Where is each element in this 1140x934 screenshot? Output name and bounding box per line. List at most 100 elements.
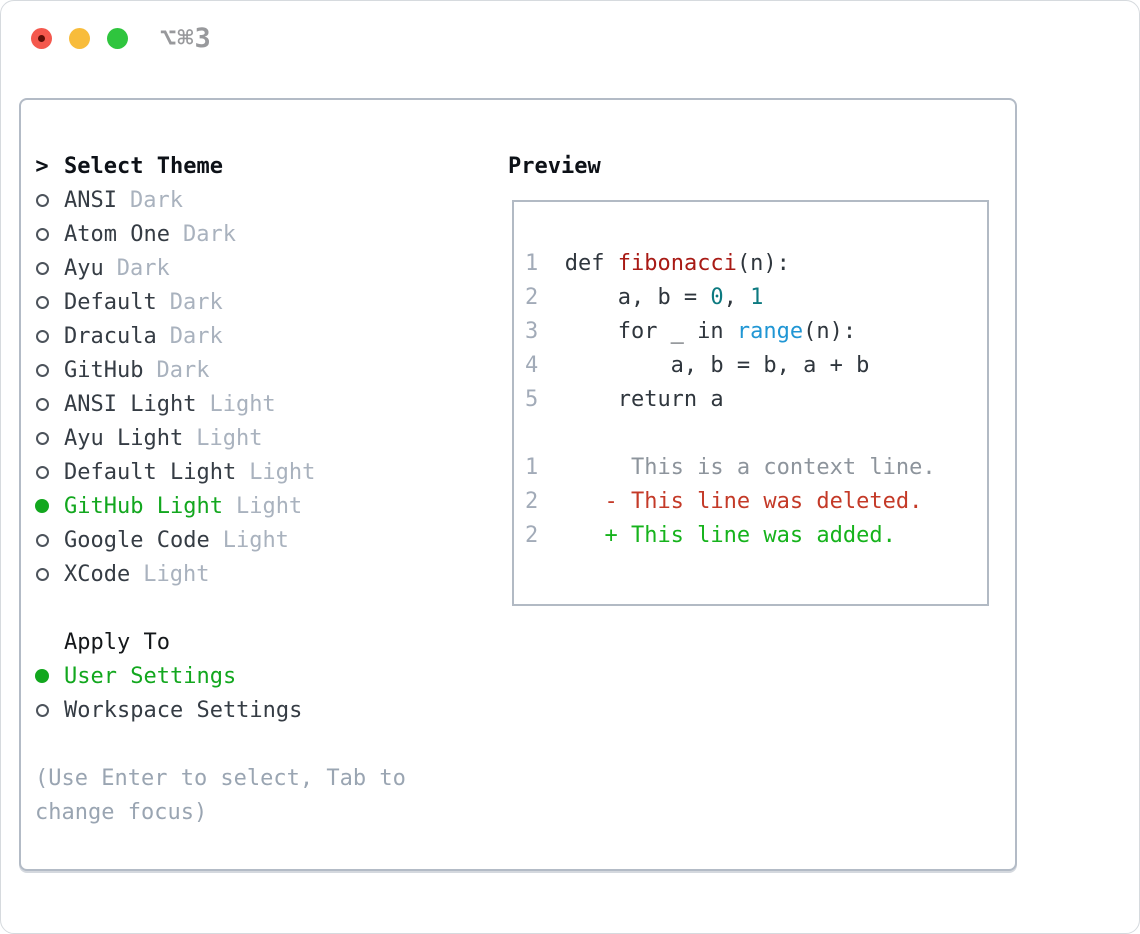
theme-item[interactable]: Dracula Dark xyxy=(35,319,495,353)
theme-item[interactable]: Google Code Light xyxy=(35,523,495,557)
code-token-plain: return a xyxy=(538,387,724,412)
code-line: 4 a, b = b, a + b xyxy=(525,353,987,387)
theme-name: ANSI xyxy=(64,187,117,213)
radio-unselected-icon xyxy=(35,261,49,275)
code-token-deleted: - This line was deleted. xyxy=(538,489,923,514)
radio-unselected-icon xyxy=(35,397,49,411)
theme-item[interactable]: ANSI Light Light xyxy=(35,387,495,421)
help-text-line-1: (Use Enter to select, Tab to xyxy=(35,765,406,791)
radio-unselected-icon xyxy=(35,193,49,207)
radio-unselected-icon xyxy=(35,329,49,343)
radio-unselected-icon xyxy=(35,431,49,445)
marker-cell xyxy=(35,363,49,377)
code-token-plain: a, b = xyxy=(538,285,711,310)
code-token-context: This is a context line. xyxy=(538,455,936,480)
code-token-plain: (n): xyxy=(803,319,857,344)
code-token-plain: for _ in xyxy=(538,319,737,344)
theme-item[interactable]: Default Dark xyxy=(35,285,495,319)
code-token-plain: , xyxy=(723,285,751,310)
line-number: 3 xyxy=(525,319,539,344)
line-number: 2 xyxy=(525,285,539,310)
close-button[interactable] xyxy=(31,27,52,49)
apply-option[interactable]: Workspace Settings xyxy=(35,693,495,727)
code-token-builtin: range xyxy=(736,319,804,344)
radio-selected-icon xyxy=(35,499,49,513)
theme-variant-tag: Light xyxy=(249,459,316,485)
code-line: 2 + This line was added. xyxy=(525,523,987,557)
line-number: 4 xyxy=(525,353,539,378)
theme-name: Ayu Light xyxy=(64,425,184,451)
minimize-button[interactable] xyxy=(69,27,90,49)
marker-cell xyxy=(35,295,49,309)
radio-unselected-icon xyxy=(35,227,49,241)
radio-unselected-icon xyxy=(35,363,49,377)
help-text-line-2: change focus) xyxy=(35,799,208,825)
theme-variant-tag: Light xyxy=(143,561,210,587)
theme-variant-tag: Light xyxy=(235,493,303,519)
spacer xyxy=(35,727,495,761)
code-token-number: 1 xyxy=(750,285,764,310)
preview-section: Preview 1 def fibonacci(n):2 a, b = 0, 1… xyxy=(500,149,989,606)
apply-option-label: Workspace Settings xyxy=(64,697,303,723)
theme-name: Google Code xyxy=(64,527,210,553)
theme-variant-tag: Light xyxy=(209,391,276,417)
theme-item[interactable]: Ayu Light Light xyxy=(35,421,495,455)
theme-variant-tag: Light xyxy=(196,425,263,451)
code-token-added: + This line was added. xyxy=(538,523,896,548)
select-theme-title: Select Theme xyxy=(64,153,223,179)
traffic-lights xyxy=(31,27,128,49)
marker-cell xyxy=(35,499,49,513)
code-line: 3 for _ in range(n): xyxy=(525,319,987,353)
line-number: 2 xyxy=(525,523,539,548)
line-number: 1 xyxy=(525,455,539,480)
theme-variant-tag: Dark xyxy=(169,289,223,315)
spacer xyxy=(35,591,495,625)
code-token-plain: def xyxy=(538,251,618,276)
marker-cell xyxy=(35,567,49,581)
code-line: 5 return a xyxy=(525,387,987,421)
theme-item[interactable]: XCode Light xyxy=(35,557,495,591)
theme-variant-tag: Dark xyxy=(129,187,183,213)
marker-cell xyxy=(35,329,49,343)
radio-unselected-icon xyxy=(35,295,49,309)
marker-cell xyxy=(35,397,49,411)
line-number: 1 xyxy=(525,251,539,276)
preview-title: Preview xyxy=(508,153,601,179)
theme-name: Atom One xyxy=(64,221,170,247)
radio-selected-icon xyxy=(35,669,49,683)
theme-name: Dracula xyxy=(64,323,157,349)
radio-unselected-icon xyxy=(35,465,49,479)
theme-name: GitHub Light xyxy=(64,493,223,519)
theme-variant-tag: Light xyxy=(222,527,289,553)
marker-cell xyxy=(35,533,49,547)
code-token-function: fibonacci xyxy=(617,251,737,276)
marker-cell xyxy=(35,431,49,445)
theme-item[interactable]: GitHub Light Light xyxy=(35,489,495,523)
theme-item[interactable]: ANSI Dark xyxy=(35,183,495,217)
code-token-plain: (n): xyxy=(736,251,790,276)
theme-variant-tag: Dark xyxy=(156,357,210,383)
marker-cell xyxy=(35,669,49,683)
radio-unselected-icon xyxy=(35,703,49,717)
radio-unselected-icon xyxy=(35,533,49,547)
zoom-button[interactable] xyxy=(107,27,128,49)
theme-name: XCode xyxy=(64,561,131,587)
code-token-plain: a, b = b, a + b xyxy=(538,353,870,378)
code-line: 1 This is a context line. xyxy=(525,455,987,489)
theme-name: ANSI Light xyxy=(64,391,197,417)
theme-name: Default xyxy=(64,289,157,315)
apply-option[interactable]: User Settings xyxy=(35,659,495,693)
marker-cell xyxy=(35,703,49,717)
theme-variant-tag: Dark xyxy=(169,323,223,349)
line-number: 2 xyxy=(525,489,539,514)
code-blank-line xyxy=(525,421,987,455)
